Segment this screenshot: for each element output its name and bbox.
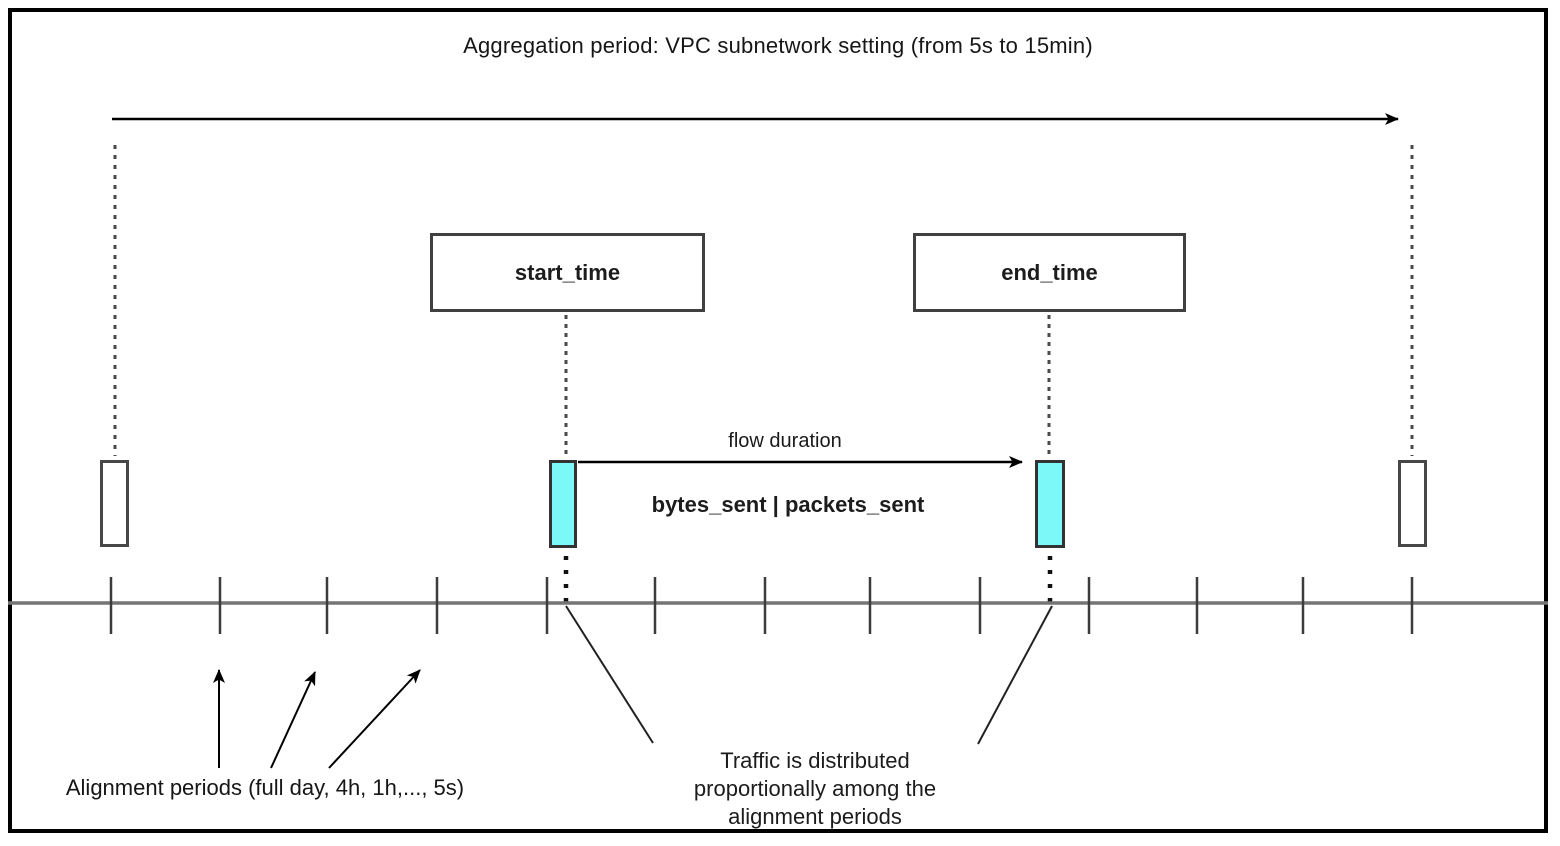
start-time-label: start_time <box>514 259 621 285</box>
metrics-label: bytes_sent | packets_sent <box>651 492 925 517</box>
timeline-ticks <box>109 577 1414 634</box>
end-time-label: end_time <box>1001 259 1098 285</box>
traffic-note-pointer-lines <box>565 605 1053 745</box>
diagram-title: Aggregation period: VPC subnetwork setti… <box>463 33 1093 58</box>
alignment-periods-label: Alignment periods (full day, 4h, 1h,...,… <box>65 775 465 800</box>
diagram-frame <box>8 8 1548 833</box>
flow-start-bar <box>549 460 577 548</box>
flow-end-bar <box>1035 460 1065 548</box>
flow-duration-label: flow duration <box>728 430 842 452</box>
left-edge-interval-bar <box>100 460 129 547</box>
right-edge-interval-bar <box>1398 460 1427 547</box>
start-time-box: start_time <box>430 233 705 312</box>
traffic-distribution-note: Traffic is distributed proportionally am… <box>693 748 937 829</box>
alignment-period-arrows <box>213 669 421 769</box>
end-time-box: end_time <box>913 233 1186 312</box>
